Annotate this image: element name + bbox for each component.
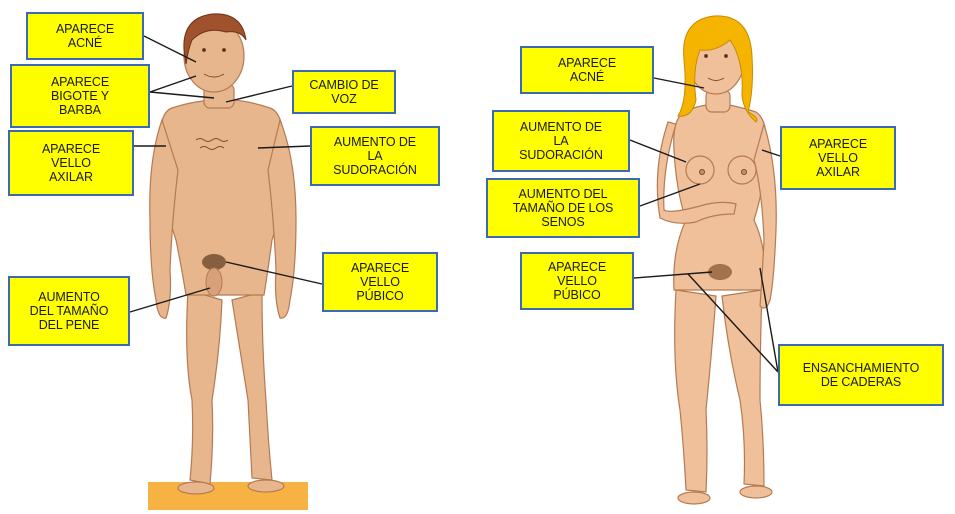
female-torso	[674, 104, 767, 290]
male-beard-connector-1	[150, 76, 196, 92]
male-pubic-hair-label: APARECE VELLO PÚBICO	[322, 252, 438, 312]
male-voice-connector	[226, 86, 292, 102]
male-eye-left	[203, 49, 206, 52]
female-eye-left	[705, 55, 708, 58]
male-sweat-label: AUMENTO DE LA SUDORACIÓN	[310, 126, 440, 186]
female-left-foot	[678, 492, 710, 504]
female-nipple-right	[742, 170, 747, 175]
female-left-leg	[675, 290, 716, 492]
female-right-leg	[722, 290, 764, 486]
male-eye-right	[223, 49, 226, 52]
male-beard-label: APARECE BIGOTE Y BARBA	[10, 64, 150, 128]
male-left-leg	[187, 290, 222, 484]
female-axillary-label: APARECE VELLO AXILAR	[780, 126, 896, 190]
female-acne-label: APARECE ACNÉ	[520, 46, 654, 94]
female-breasts-label: AUMENTO DEL TAMAÑO DE LOS SENOS	[486, 178, 640, 238]
female-eye-right	[725, 55, 728, 58]
male-genitals	[206, 268, 222, 296]
female-nipple-left	[700, 170, 705, 175]
female-right-foot	[740, 486, 772, 498]
male-voice-label: CAMBIO DE VOZ	[292, 70, 396, 114]
male-right-leg	[232, 292, 272, 480]
male-right-foot	[248, 480, 284, 492]
male-axillary-label: APARECE VELLO AXILAR	[8, 130, 134, 196]
male-penis-label: AUMENTO DEL TAMAÑO DEL PENE	[8, 276, 130, 346]
male-acne-label: APARECE ACNÉ	[26, 12, 144, 60]
female-hips-label: ENSANCHAMIENTO DE CADERAS	[778, 344, 944, 406]
female-sweat-label: AUMENTO DE LA SUDORACIÓN	[492, 110, 630, 172]
female-pubic-hair-label: APARECE VELLO PÚBICO	[520, 252, 634, 310]
male-left-foot	[178, 482, 214, 494]
